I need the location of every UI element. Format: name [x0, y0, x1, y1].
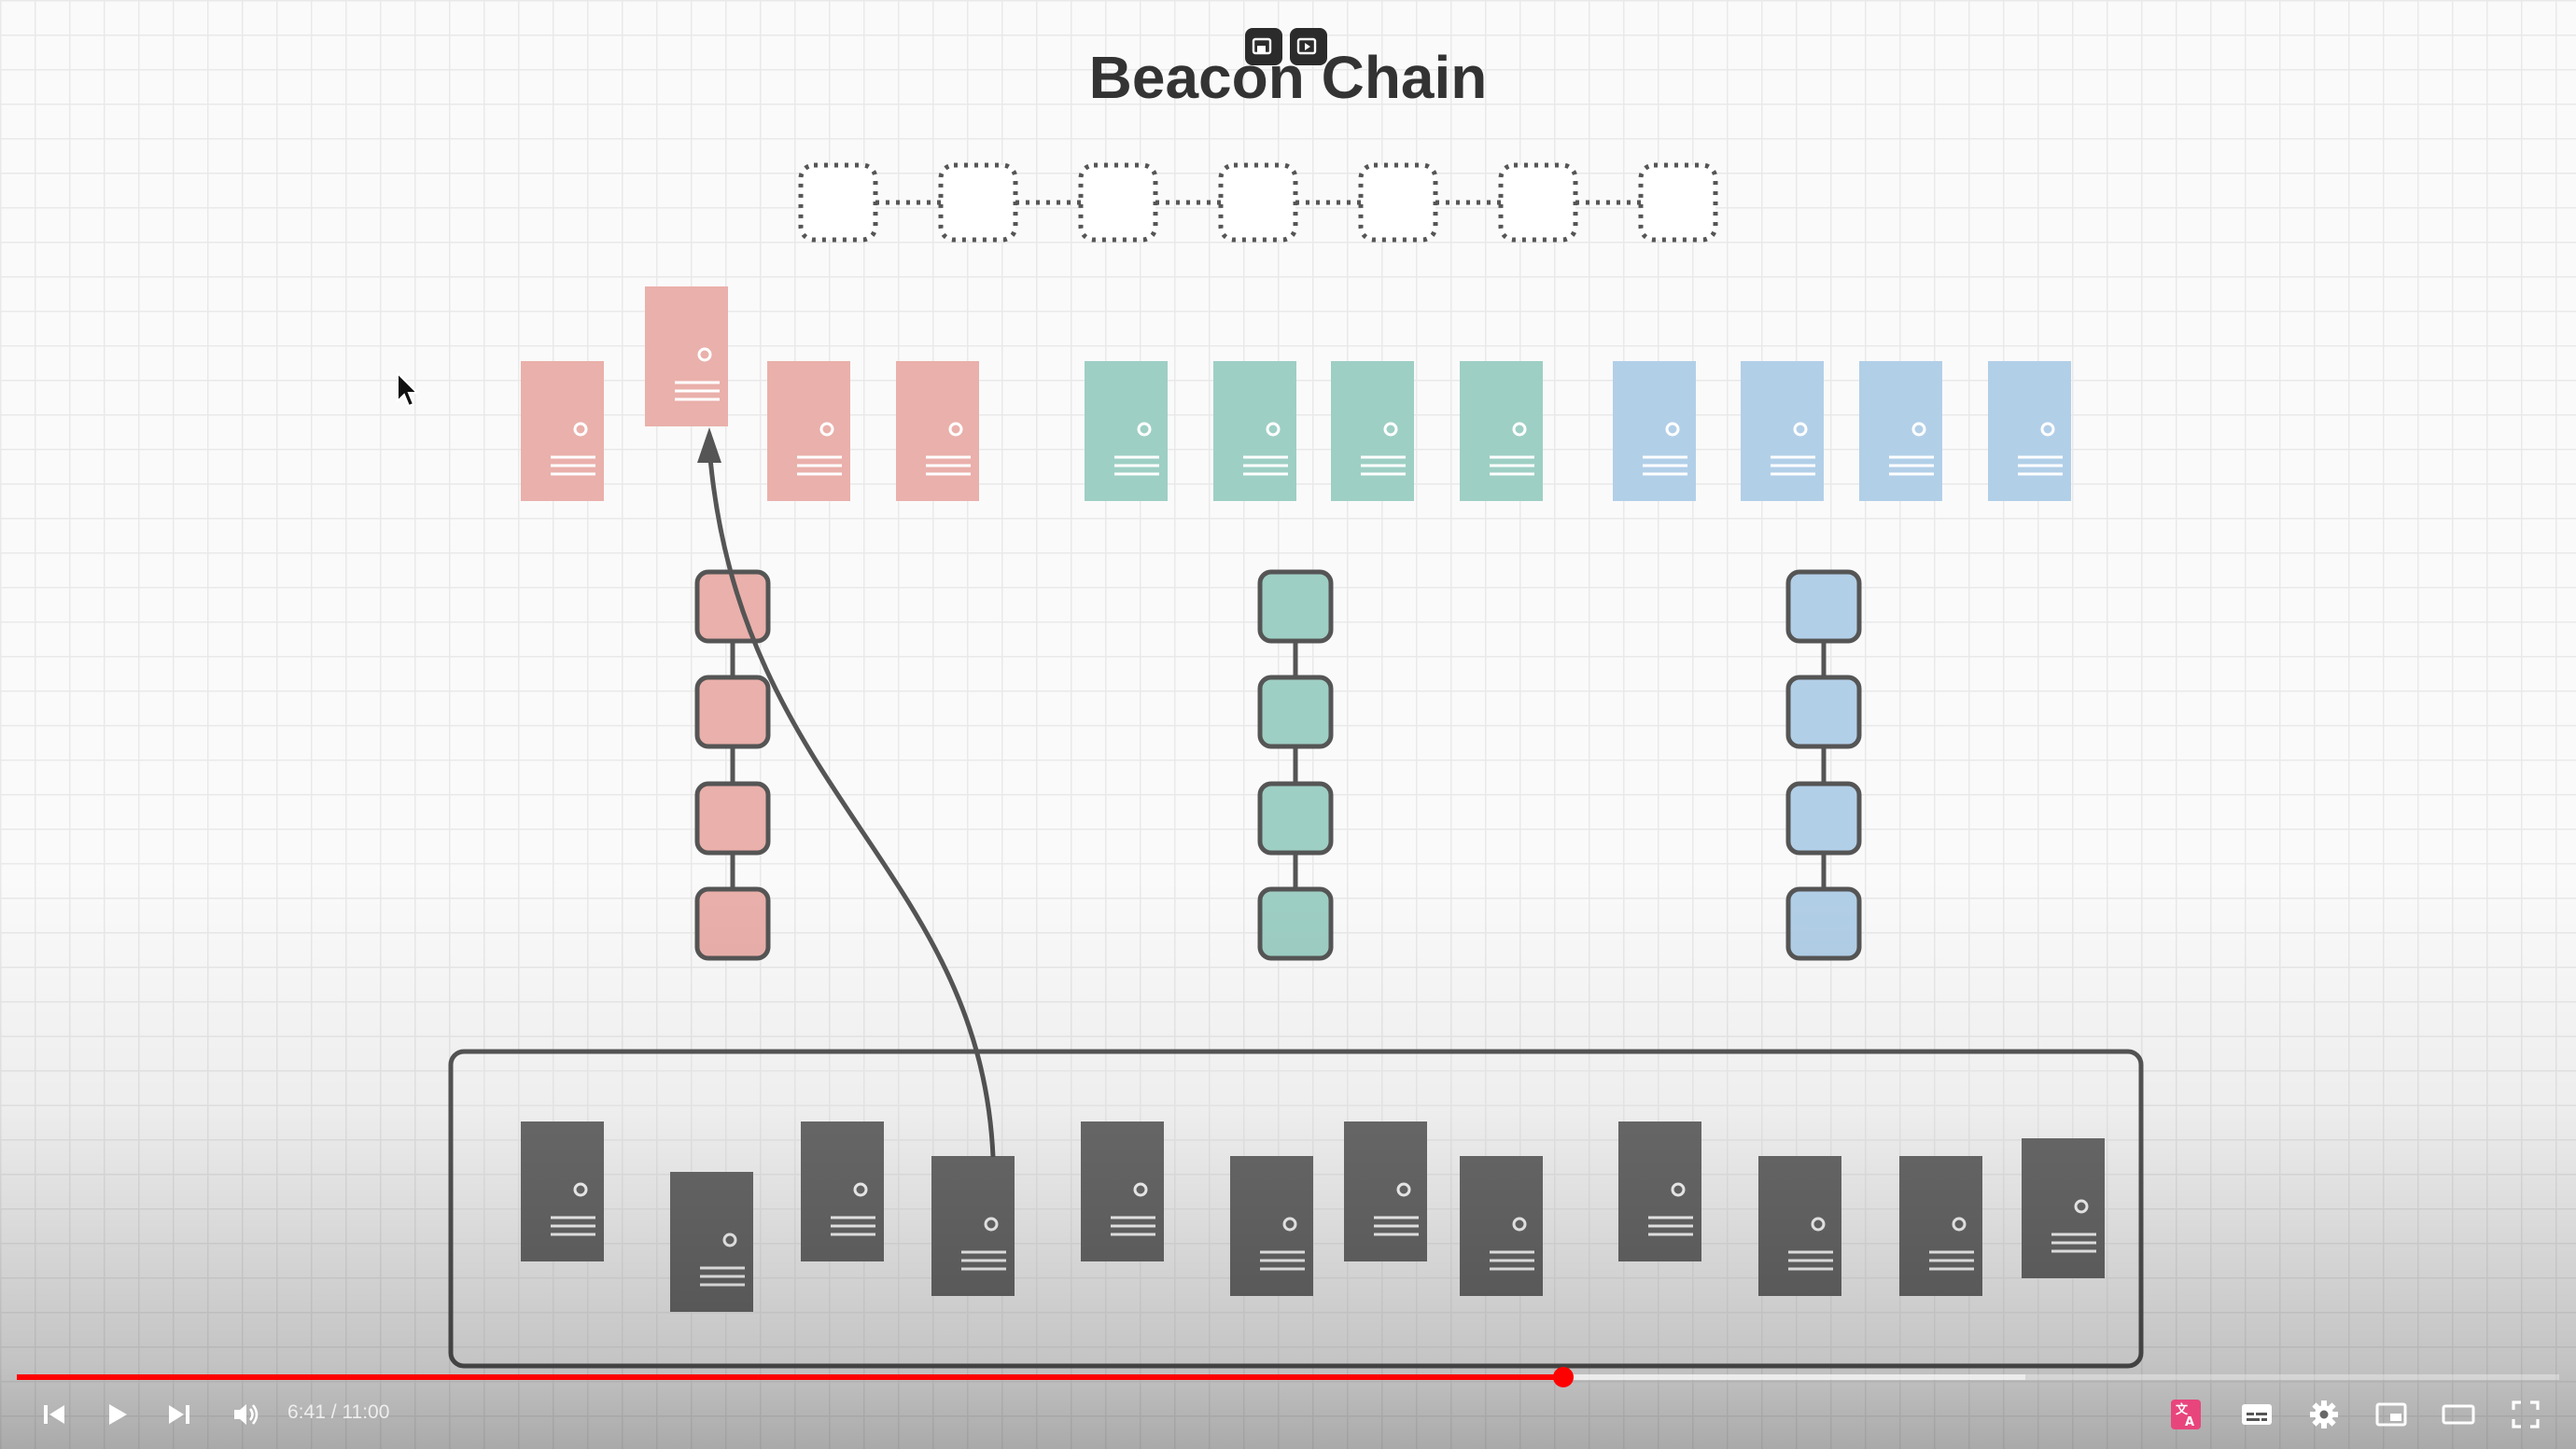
svg-text:文: 文	[2176, 1402, 2189, 1417]
validator-pool	[448, 1049, 2144, 1369]
shard-block	[1257, 675, 1334, 749]
beacon-block	[1498, 162, 1578, 243]
shard-block	[1785, 569, 1862, 644]
beacon-block	[1078, 162, 1158, 243]
validator-server	[1213, 361, 1296, 501]
shard-block	[1785, 675, 1862, 749]
validator-server	[1460, 361, 1543, 501]
play-icon[interactable]	[99, 1396, 136, 1433]
shard-block	[694, 886, 771, 961]
validator-server	[645, 286, 728, 426]
beacon-block	[798, 162, 878, 243]
progress-scrubber[interactable]	[1553, 1367, 1574, 1387]
beacon-block	[1638, 162, 1718, 243]
next-icon[interactable]	[161, 1396, 198, 1433]
validator-server	[2022, 1138, 2105, 1278]
validator-server	[1081, 1122, 1164, 1261]
previous-icon[interactable]	[35, 1396, 73, 1433]
validator-server	[896, 361, 979, 501]
validator-server	[1618, 1122, 1701, 1261]
validator-server	[1899, 1156, 1982, 1296]
validator-server	[1460, 1156, 1543, 1296]
validator-server	[931, 1156, 1015, 1296]
miniplayer-icon[interactable]	[2373, 1396, 2410, 1433]
ambient-icon[interactable]	[1290, 28, 1327, 65]
selection-arrow	[697, 427, 996, 1158]
validator-server	[1331, 361, 1414, 501]
mouse-cursor	[396, 370, 420, 413]
shard-validators-blue	[1613, 361, 2071, 501]
beacon-block	[1218, 162, 1298, 243]
gear-icon[interactable]	[2305, 1396, 2343, 1433]
shard-block	[1257, 569, 1334, 644]
validator-server	[1859, 361, 1942, 501]
shard-chain-blue	[1785, 569, 1862, 961]
time-current: 6:41	[287, 1401, 326, 1423]
validator-server	[521, 1122, 604, 1261]
shard-block	[1785, 781, 1862, 856]
shard-block	[694, 781, 771, 856]
svg-text:A: A	[2185, 1415, 2194, 1429]
theater-mode-icon[interactable]	[2440, 1396, 2477, 1433]
shard-validators-green	[1085, 361, 1543, 501]
validator-server	[1988, 361, 2071, 501]
validator-server	[801, 1122, 884, 1261]
shard-validators-red	[521, 286, 979, 501]
validator-server	[767, 361, 850, 501]
beacon-block	[938, 162, 1018, 243]
progress-bar[interactable]	[17, 1367, 2559, 1387]
validator-server	[1344, 1122, 1427, 1261]
subtitles-icon[interactable]	[2238, 1396, 2275, 1433]
time-total: 11:00	[342, 1401, 390, 1423]
time-display: 6:41 / 11:00	[287, 1401, 389, 1424]
beacon-block	[1358, 162, 1438, 243]
shard-block	[1257, 781, 1334, 856]
progress-played	[17, 1374, 1563, 1380]
shard-chain-red	[694, 569, 771, 961]
video-title-slide: Beacon Chain	[1088, 44, 1488, 111]
validator-server	[1741, 361, 1824, 501]
volume-icon[interactable]	[226, 1396, 267, 1433]
time-separator: /	[330, 1401, 337, 1423]
validator-server	[1230, 1156, 1313, 1296]
shard-block	[694, 675, 771, 749]
validator-server	[1613, 361, 1696, 501]
validator-server	[1758, 1156, 1841, 1296]
shard-block	[1257, 886, 1334, 961]
clip-icon[interactable]	[1245, 28, 1282, 65]
shard-chain-green	[1257, 569, 1334, 961]
validator-server	[521, 361, 604, 501]
beacon-chain	[798, 162, 1718, 243]
shard-block	[1785, 886, 1862, 961]
validator-server	[670, 1172, 753, 1312]
fullscreen-icon[interactable]	[2507, 1396, 2544, 1433]
validator-server	[1085, 361, 1168, 501]
